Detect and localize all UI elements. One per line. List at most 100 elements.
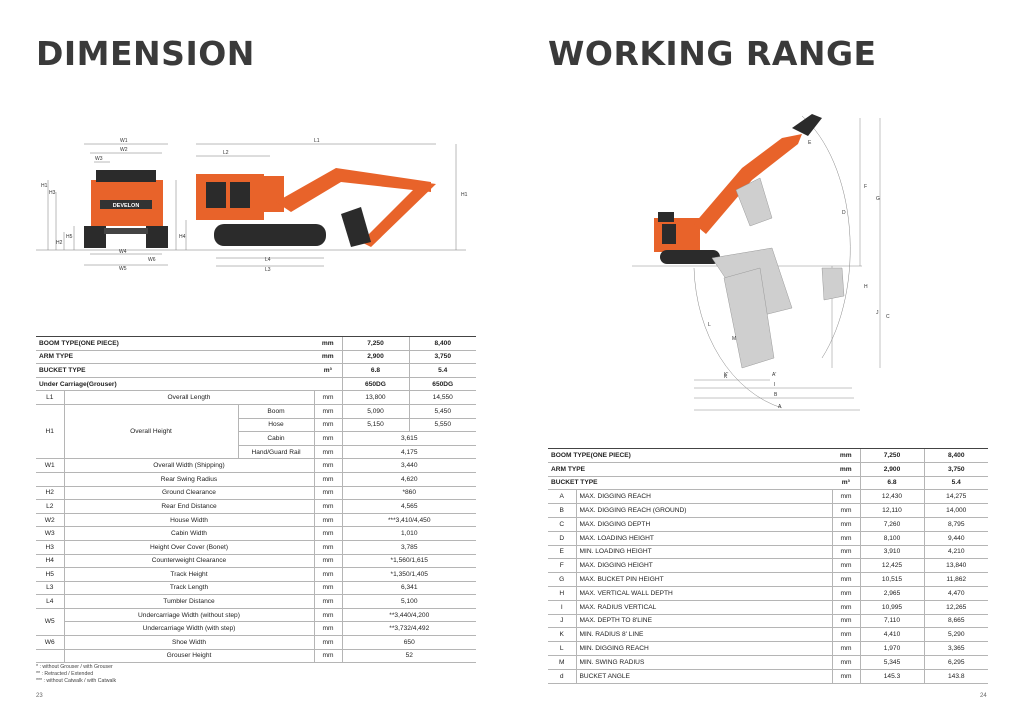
- svg-text:A': A': [772, 372, 776, 378]
- row-value-1: 7,110: [859, 614, 924, 629]
- row-unit: mm: [313, 499, 342, 514]
- front-brand-plate: [100, 200, 152, 209]
- row-sublabel: Cabin: [237, 431, 314, 446]
- front-view-excavator: DEVELON: [84, 170, 168, 248]
- row-value-2: 5,450: [408, 404, 476, 419]
- row-label: MIN. RADIUS 8' LINE: [575, 627, 832, 643]
- row-code: C: [548, 517, 576, 532]
- working-range-ghost-positions: [711, 177, 845, 369]
- row-label: MAX. DIGGING HEIGHT: [575, 558, 832, 574]
- row-code: [36, 472, 64, 487]
- table-row: W5 Undercarriage Width (without step) mm…: [36, 608, 476, 637]
- row-label: BOOM TYPE(ONE PIECE): [36, 336, 314, 351]
- row-value: 4,620: [341, 472, 476, 487]
- row-label: BOOM TYPE(ONE PIECE): [548, 448, 832, 463]
- row-unit: mm: [831, 600, 860, 615]
- row-value-2: 5,290: [923, 627, 988, 643]
- row-code: D: [548, 531, 576, 546]
- row-label: Rear Swing Radius: [63, 472, 314, 487]
- row-unit: mm: [313, 567, 342, 582]
- row-value: **3,440/4,200: [341, 608, 476, 623]
- row-unit: m³: [314, 363, 342, 378]
- row-value-1: 12,430: [859, 489, 924, 505]
- svg-text:K: K: [724, 374, 728, 380]
- row-value-2: 5.4: [408, 363, 476, 378]
- svg-text:H4: H4: [179, 234, 186, 240]
- dimension-table: BOOM TYPE(ONE PIECE) mm 7,250 8,400 ARM …: [36, 336, 476, 664]
- svg-text:L: L: [708, 322, 711, 328]
- row-value-2: 13,840: [923, 558, 988, 574]
- svg-text:H2: H2: [56, 240, 63, 246]
- row-code: W1: [36, 458, 64, 473]
- row-label: MIN. LOADING HEIGHT: [575, 545, 832, 560]
- row-value-1: 13,800: [341, 390, 409, 405]
- row-sublabel: Hand/Guard Rail: [237, 445, 314, 460]
- svg-text:I: I: [774, 382, 775, 388]
- row-unit: mm: [313, 635, 342, 650]
- row-label: Cabin Width: [63, 526, 314, 541]
- row-unit: mm: [831, 669, 860, 684]
- row-code: A: [548, 489, 576, 505]
- svg-text:H3: H3: [49, 190, 56, 196]
- row-value-1: 12,425: [859, 558, 924, 574]
- row-unit: mm: [831, 517, 860, 532]
- row-label: Overall Length: [63, 390, 314, 405]
- row-value-1: 5,150: [341, 418, 409, 433]
- row-unit: mm: [831, 489, 860, 505]
- row-value-2: 5.4: [923, 476, 988, 491]
- svg-text:A: A: [778, 404, 782, 410]
- row-code: H1: [36, 404, 64, 460]
- row-value: *1,560/1,615: [341, 554, 476, 569]
- row-value: 52: [341, 649, 476, 664]
- svg-text:E: E: [808, 140, 812, 146]
- row-value-2: 8,400: [923, 448, 988, 463]
- row-label: Shoe Width: [63, 635, 314, 650]
- row-code: L4: [36, 594, 64, 609]
- row-label: MAX. DIGGING REACH (GROUND): [575, 503, 832, 518]
- row-code: W6: [36, 635, 64, 650]
- row-value-2: 8,400: [408, 336, 476, 351]
- row-code: H: [548, 586, 576, 601]
- row-unit: mm: [831, 503, 860, 518]
- svg-text:W6: W6: [148, 257, 156, 263]
- row-unit: mm: [831, 641, 860, 656]
- row-value: **3,732/4,492: [341, 621, 476, 637]
- table-row: ARM TYPE mm 2,900 3,750: [36, 350, 476, 365]
- table-row: L1 Overall Length mm 13,800 14,550: [36, 390, 476, 405]
- table-row: ARM TYPE mm 2,900 3,750: [548, 462, 988, 477]
- row-value-1: 7,250: [341, 336, 409, 351]
- dimension-diagram: DEVELON W1 W2 W3 H1 H3 H2 H5 W4 W5 W6: [36, 138, 468, 272]
- row-label: MAX. BUCKET PIN HEIGHT: [575, 572, 832, 587]
- row-code: H3: [36, 540, 64, 555]
- footnote: * : without Grouser / with Grouser: [36, 664, 113, 670]
- row-value-1: 5,345: [859, 655, 924, 670]
- row-label: ARM TYPE: [36, 350, 314, 365]
- row-unit: mm: [313, 554, 342, 569]
- working-range-table: BOOM TYPE(ONE PIECE) mm 7,250 8,400 ARM …: [548, 448, 988, 684]
- row-code: L: [548, 641, 576, 656]
- row-value-1: 650DG: [341, 377, 409, 392]
- row-unit: mm: [313, 472, 342, 487]
- row-value-1: 8,100: [859, 531, 924, 546]
- row-code: L1: [36, 390, 64, 405]
- row-code: E: [548, 545, 576, 560]
- svg-text:K': K': [724, 372, 728, 378]
- row-code: H2: [36, 486, 64, 501]
- row-unit: mm: [832, 462, 860, 477]
- svg-text:G: G: [876, 196, 880, 202]
- row-unit: mm: [313, 608, 342, 623]
- row-value-1: 2,900: [341, 350, 409, 365]
- row-unit: mm: [313, 445, 342, 460]
- row-label: Track Height: [63, 567, 314, 582]
- row-label: MAX. DIGGING REACH: [575, 489, 832, 505]
- row-value: 3,440: [341, 458, 476, 473]
- row-value-2: 4,470: [923, 586, 988, 601]
- svg-text:W4: W4: [119, 249, 127, 255]
- row-label: BUCKET ANGLE: [575, 669, 832, 684]
